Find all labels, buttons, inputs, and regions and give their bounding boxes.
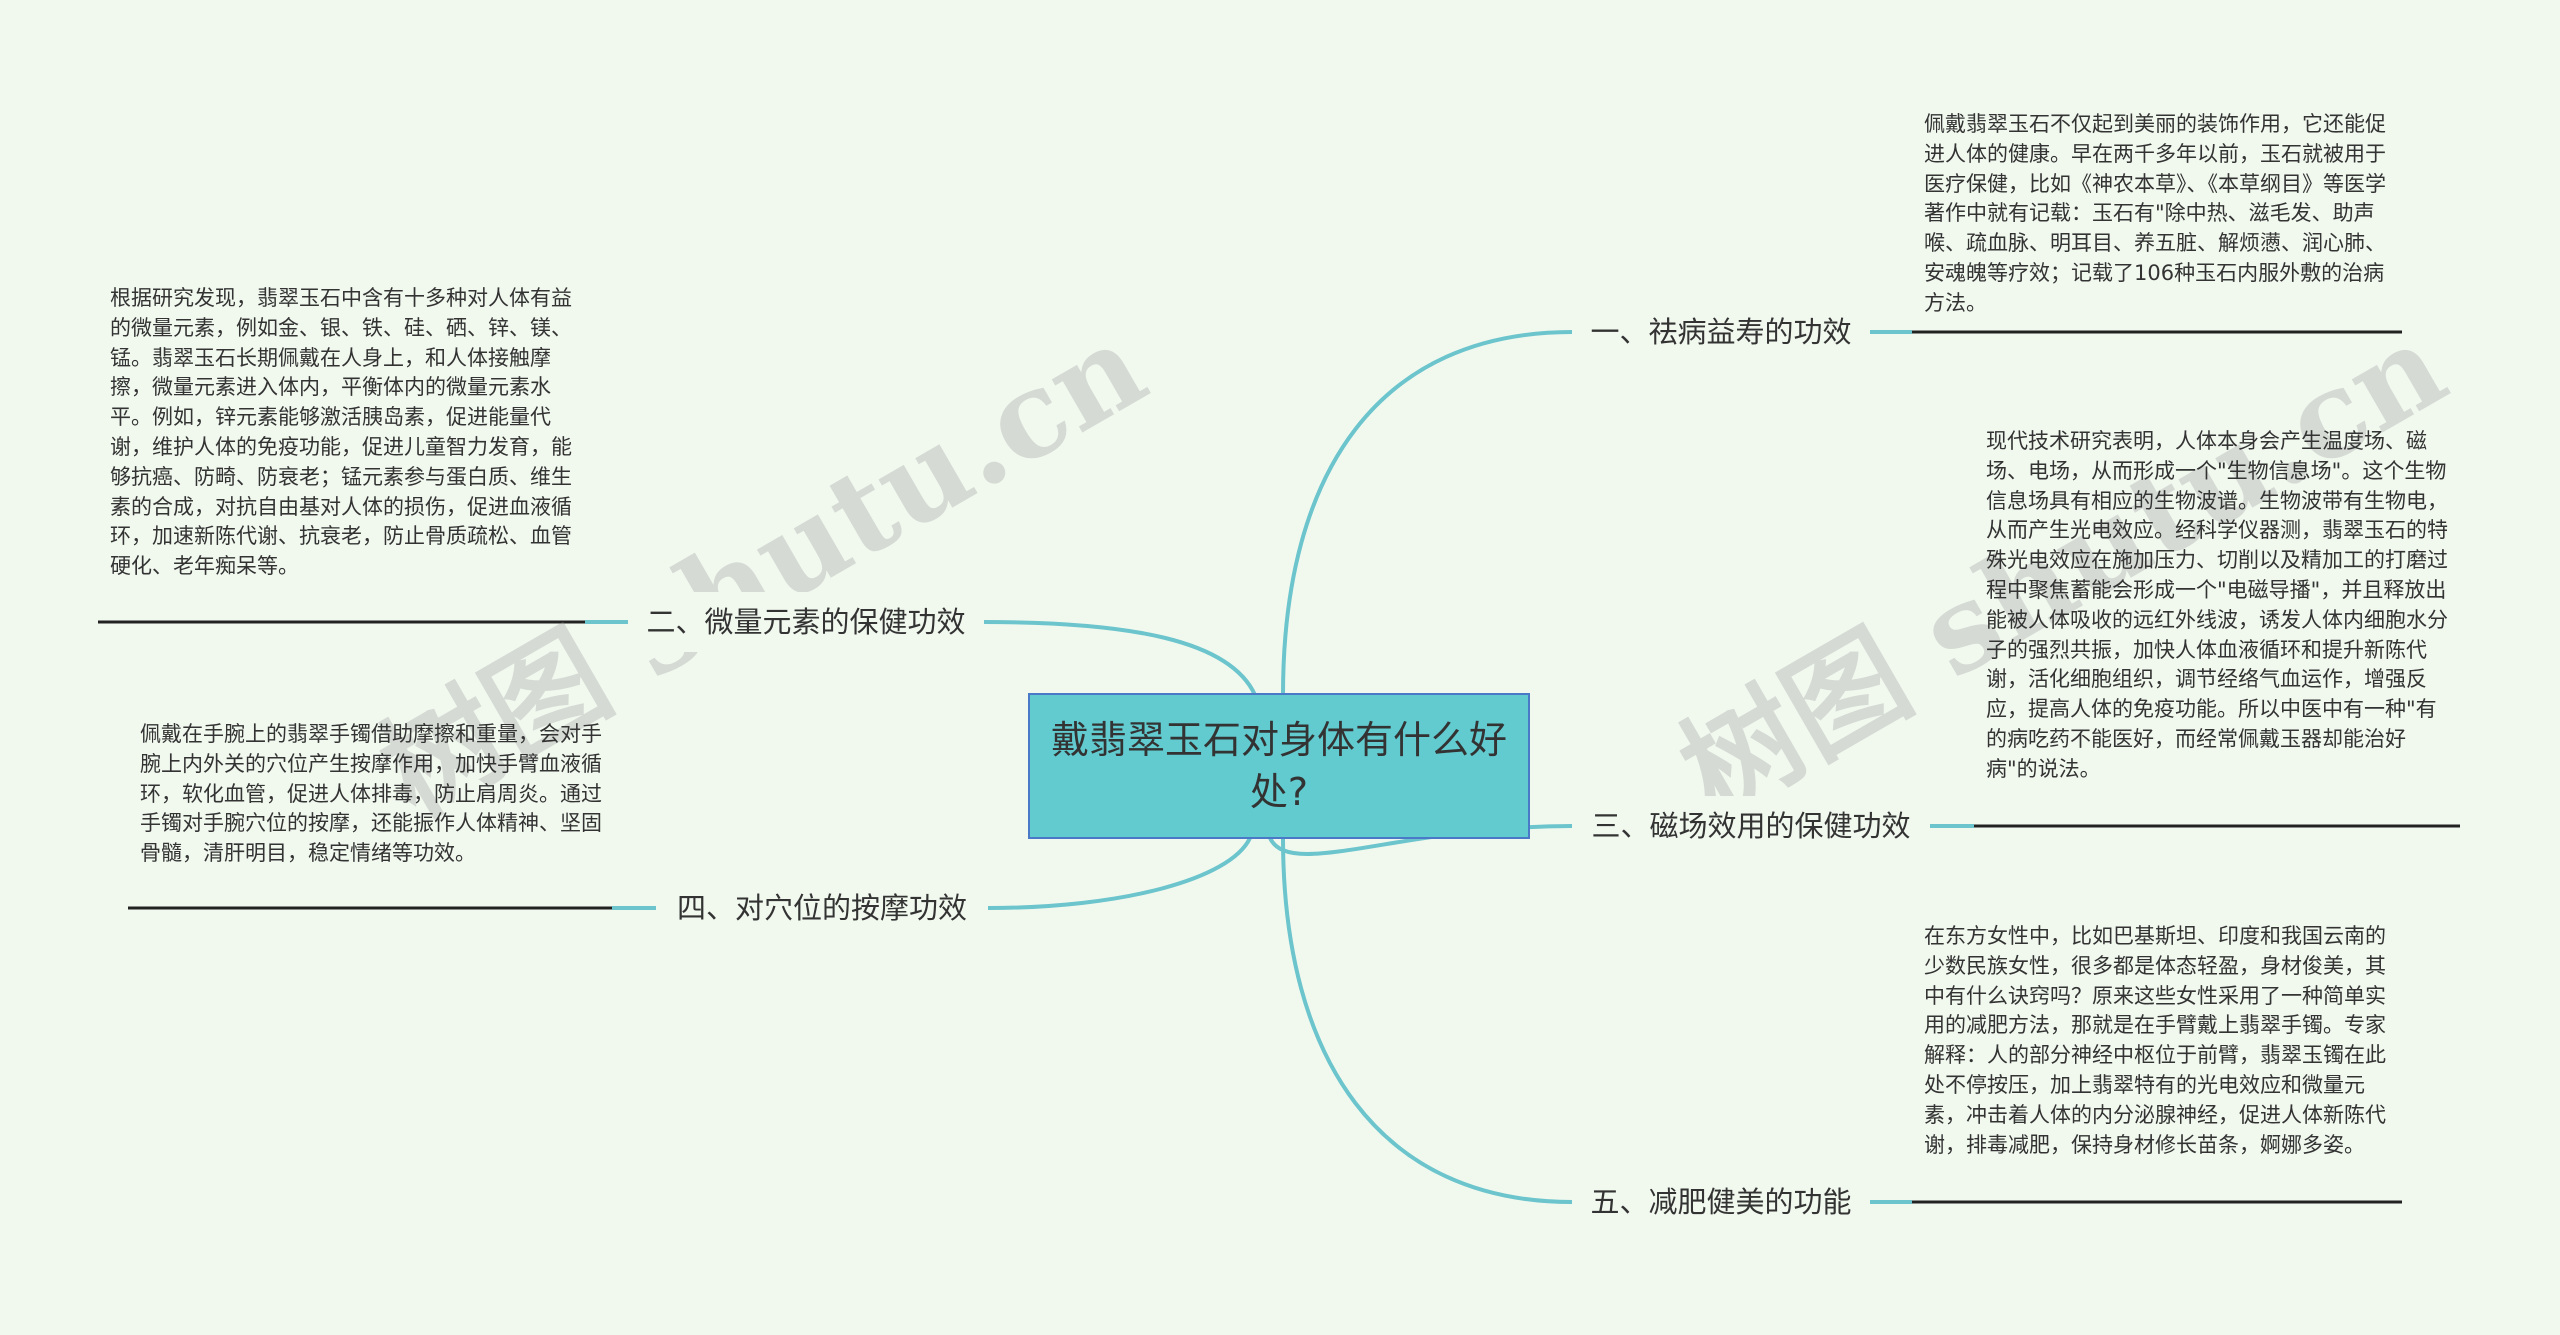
connector-branch-5 [1281,837,1573,1204]
branch-node-1[interactable]: 一、祛病益寿的功效 [1572,302,1870,362]
center-topic[interactable]: 戴翡翠玉石对身体有什么好处? [1028,693,1530,839]
detail-text-1[interactable]: 佩戴翡翠玉石不仅起到美丽的装饰作用，它还能促进人体的健康。早在两千多年以前，玉石… [1924,112,2386,315]
connector-branch-1 [1281,330,1573,696]
detail-text-2[interactable]: 根据研究发现，翡翠玉石中含有十多种对人体有益的微量元素，例如金、银、铁、硅、硒、… [110,286,572,579]
detail-text-5[interactable]: 在东方女性中，比如巴基斯坦、印度和我国云南的少数民族女性，很多都是体态轻盈，身材… [1924,924,2386,1157]
branch-node-3[interactable]: 三、磁场效用的保健功效 [1572,796,1930,856]
connector-branch-4 [987,837,1252,910]
detail-text-4[interactable]: 佩戴在手腕上的翡翠手镯借助摩擦和重量，会对手腕上内外关的穴位产生按摩作用，加快手… [140,722,602,866]
branch-node-5[interactable]: 五、减肥健美的功能 [1572,1172,1870,1232]
branch-node-4[interactable]: 四、对穴位的按摩功效 [656,878,988,938]
connector-branch-2 [983,620,1257,696]
detail-text-3[interactable]: 现代技术研究表明，人体本身会产生温度场、磁场、电场，从而形成一个"生物信息场"。… [1986,429,2448,781]
branch-node-2[interactable]: 二、微量元素的保健功效 [628,592,984,652]
